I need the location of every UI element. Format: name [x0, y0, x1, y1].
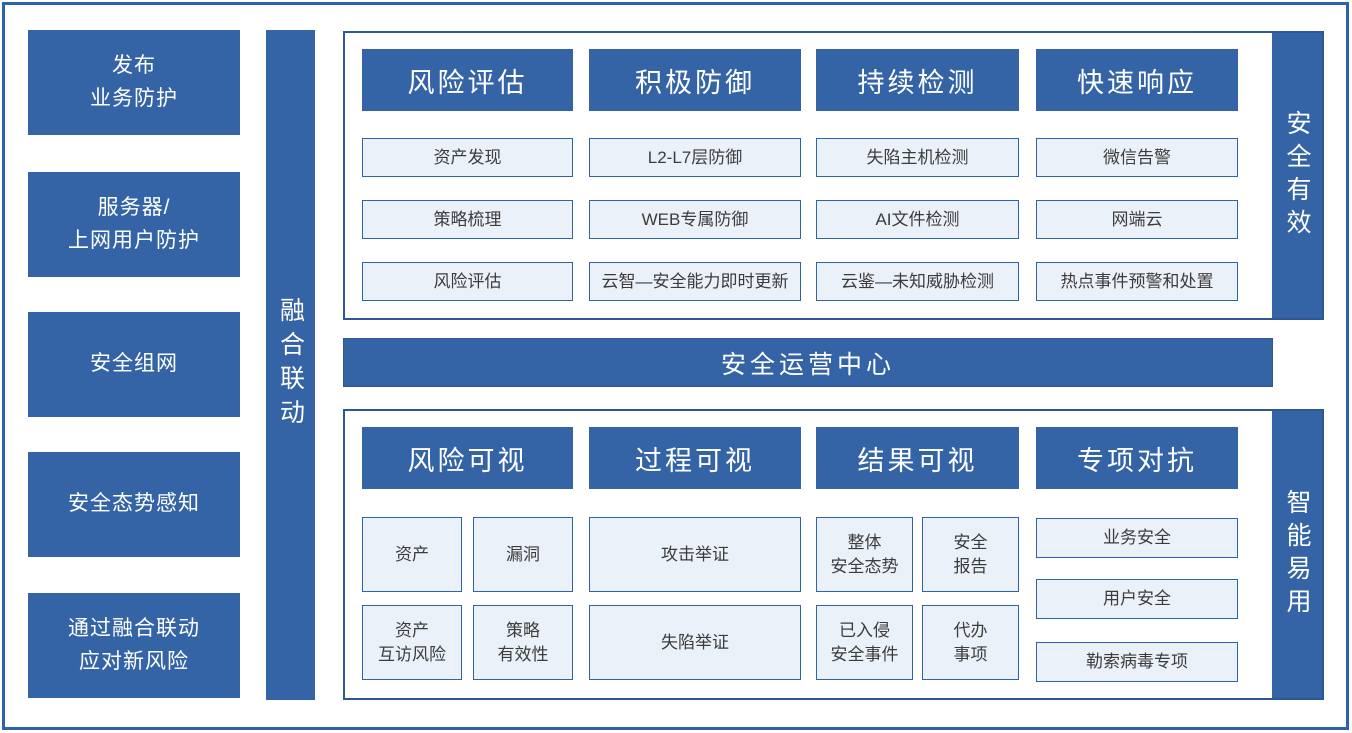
top-column-rapid-response: 快速响应 微信告警 网端云 热点事件预警和处置	[1036, 33, 1238, 318]
top-section-side-label-security-effective: 安全有效	[1272, 33, 1322, 318]
bottom-column-header: 过程可视	[589, 427, 801, 489]
capability-item: 云智—安全能力即时更新	[589, 262, 801, 301]
capability-item: 用户安全	[1036, 579, 1238, 619]
left-panel-item-fusion-new-risks: 通过融合联动 应对新风险	[28, 593, 240, 698]
capability-item: 已入侵 安全事件	[816, 605, 913, 680]
top-column-continuous-detection: 持续检测 失陷主机检测 AI文件检测 云鉴—未知威胁检测	[816, 33, 1019, 318]
capability-item: AI文件检测	[816, 200, 1019, 239]
bottom-column-header: 风险可视	[362, 427, 573, 489]
bottom-section: 风险可视 资产 漏洞 资产 互访风险 策略 有效性 过程可视 攻击举证 失陷举证…	[343, 409, 1324, 700]
left-panel-item-secure-networking: 安全组网	[28, 312, 240, 417]
top-column-risk-assessment: 风险评估 资产发现 策略梳理 风险评估	[362, 33, 573, 318]
capability-item: L2-L7层防御	[589, 138, 801, 177]
capability-item: 资产发现	[362, 138, 573, 177]
capability-item: 失陷举证	[589, 605, 801, 680]
fusion-linkage-bar: 融合联动	[266, 30, 315, 700]
top-section: 风险评估 资产发现 策略梳理 风险评估 积极防御 L2-L7层防御 WEB专属防…	[343, 31, 1324, 320]
capability-item: 代办 事项	[922, 605, 1019, 680]
bottom-column-header: 专项对抗	[1036, 427, 1238, 489]
left-panel-item-situation-awareness: 安全态势感知	[28, 452, 240, 557]
capability-item: 云鉴—未知威胁检测	[816, 262, 1019, 301]
top-column-header: 积极防御	[589, 49, 801, 111]
capability-item: 策略 有效性	[473, 605, 573, 680]
bottom-column-result-visibility: 结果可视 整体 安全态势 安全 报告 已入侵 安全事件 代办 事项	[816, 411, 1019, 698]
top-column-header: 持续检测	[816, 49, 1019, 111]
security-operations-center-bar: 安全运营中心	[343, 338, 1273, 387]
capability-item: 网端云	[1036, 200, 1238, 239]
capability-item: 勒索病毒专项	[1036, 642, 1238, 682]
bottom-column-special-countermeasures: 专项对抗 业务安全 用户安全 勒索病毒专项	[1036, 411, 1238, 698]
top-column-header: 风险评估	[362, 49, 573, 111]
capability-item: 整体 安全态势	[816, 517, 913, 592]
capability-item: 风险评估	[362, 262, 573, 301]
capability-item: 漏洞	[473, 517, 573, 592]
top-column-header: 快速响应	[1036, 49, 1238, 111]
capability-item: 安全 报告	[922, 517, 1019, 592]
capability-item: 资产 互访风险	[362, 605, 462, 680]
capability-item: 业务安全	[1036, 518, 1238, 558]
capability-item: 策略梳理	[362, 200, 573, 239]
capability-item: WEB专属防御	[589, 200, 801, 239]
capability-item: 攻击举证	[589, 517, 801, 592]
bottom-section-side-label-smart-easy: 智能易用	[1272, 411, 1322, 698]
left-panel-item-publish-protection: 发布 业务防护	[28, 30, 240, 135]
capability-item: 热点事件预警和处置	[1036, 262, 1238, 301]
bottom-column-risk-visibility: 风险可视 资产 漏洞 资产 互访风险 策略 有效性	[362, 411, 573, 698]
capability-item: 失陷主机检测	[816, 138, 1019, 177]
bottom-column-process-visibility: 过程可视 攻击举证 失陷举证	[589, 411, 801, 698]
bottom-column-header: 结果可视	[816, 427, 1019, 489]
left-panel-item-server-user-protection: 服务器/ 上网用户防护	[28, 172, 240, 277]
capability-item: 资产	[362, 517, 462, 592]
capability-item: 微信告警	[1036, 138, 1238, 177]
top-column-active-defense: 积极防御 L2-L7层防御 WEB专属防御 云智—安全能力即时更新	[589, 33, 801, 318]
